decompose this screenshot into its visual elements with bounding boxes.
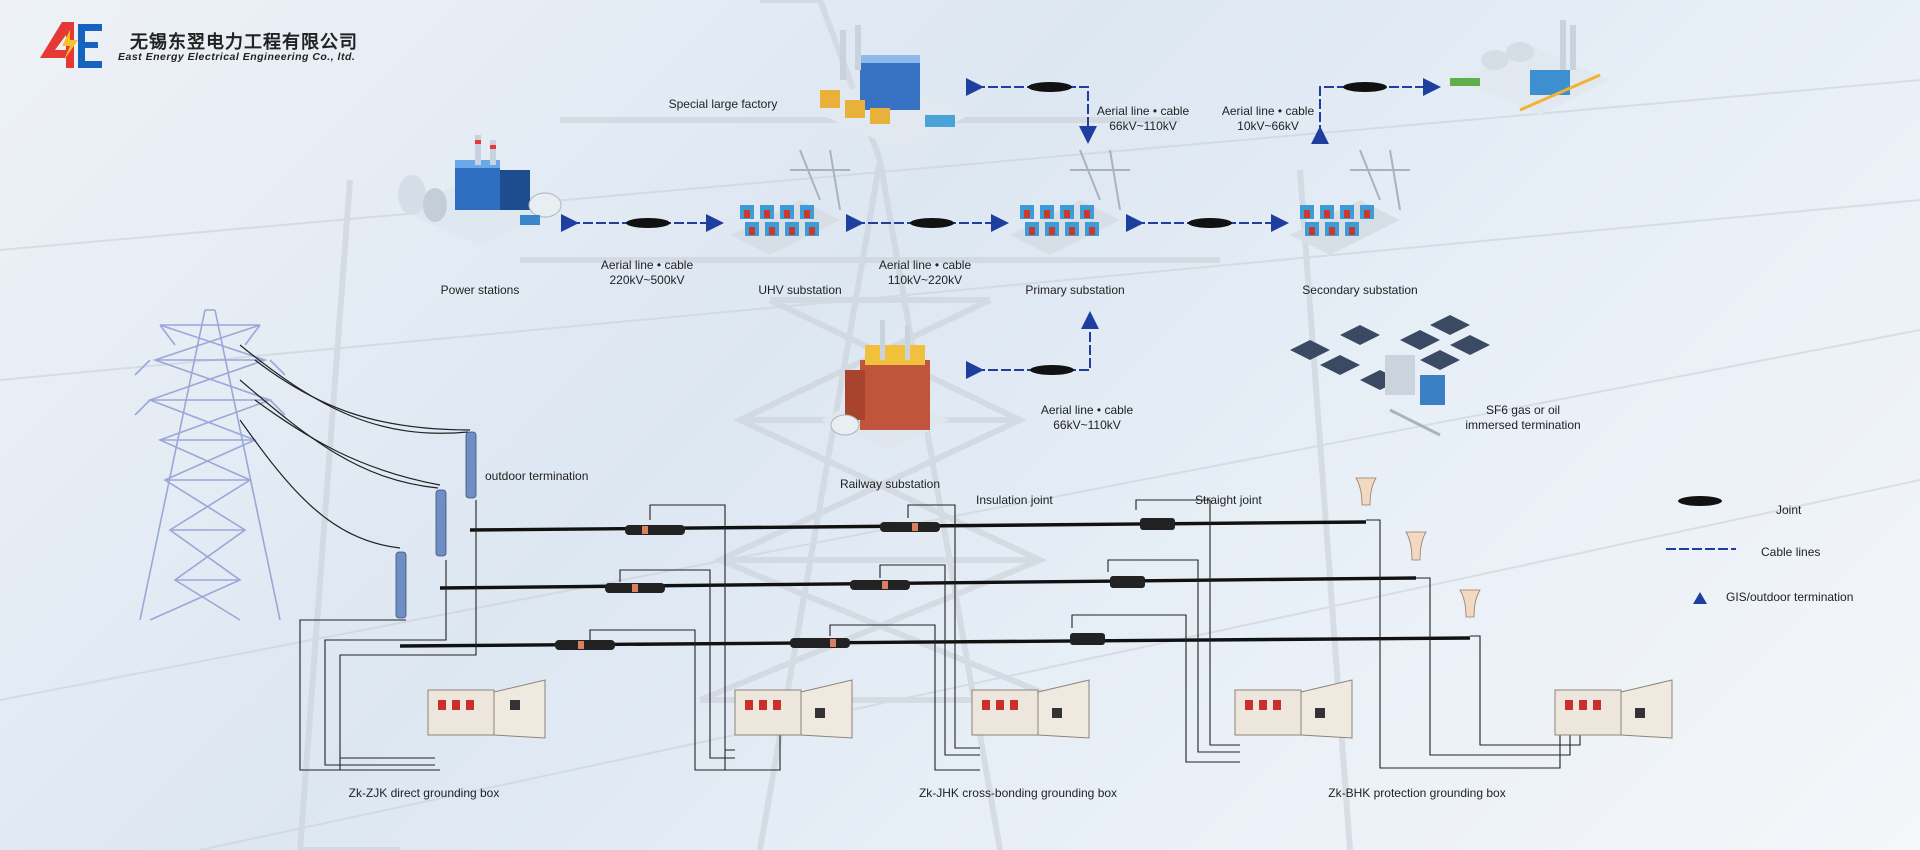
label-sf6-line1: SF6 gas or oil [1485, 403, 1561, 417]
label-secondary-substation: Secondary substation [1302, 283, 1418, 297]
grounding-box-4-icon [1234, 679, 1353, 739]
company-name-cn: 无锡东翌电力工程有限公司 [130, 32, 358, 53]
label-box-zjk: Zk-ZJK direct grounding box [348, 786, 500, 800]
grounding-box-bhk-icon [1554, 679, 1673, 739]
link-label-220-500-line2: 220kV~500kV [609, 273, 685, 287]
network-joints [626, 82, 1387, 375]
link-label-220-500-line1: Aerial line • cable [600, 258, 694, 272]
company-name-en: East Energy Electrical Engineering Co., … [118, 51, 356, 63]
link-label-66-110-top-line1: Aerial line • cable [1096, 104, 1190, 118]
label-straight-joint: Straight joint [1195, 493, 1262, 507]
legend-joint-icon [1678, 496, 1722, 506]
grounding-box-jhk-icon [971, 679, 1090, 739]
legend-gis-termination-label: GIS/outdoor termination [1726, 590, 1854, 604]
special-factory-icon [810, 25, 970, 150]
label-box-jhk: Zk-JHK cross-bonding grounding box [918, 786, 1118, 800]
link-label-66-110-bottom-line2: 66kV~110kV [1053, 418, 1121, 432]
link-label-66-110-top-line2: 66kV~110kV [1109, 119, 1177, 133]
legend-joint-label: Joint [1776, 503, 1802, 517]
power-station-icon [398, 135, 562, 245]
overhead-wires [239, 344, 471, 549]
label-box-bhk: Zk-BHK protection grounding box [1328, 786, 1506, 800]
label-sf6-line2: immersed termination [1465, 418, 1581, 432]
uhv-substation-icon [730, 149, 850, 255]
link-label-10-66-line2: 10kV~66kV [1237, 119, 1299, 133]
cable-joints [555, 518, 1175, 650]
label-railway-substation: Railway substation [839, 477, 941, 491]
link-label-66-110-bottom-line1: Aerial line • cable [1040, 403, 1134, 417]
bonding-wires [299, 499, 1581, 771]
label-power-stations: Power stations [440, 283, 520, 297]
grounding-box-zjk-icon [427, 679, 546, 739]
label-special-factory: Special large factory [668, 97, 778, 111]
grounding-box-2-icon [734, 679, 853, 739]
secondary-substation-icon [1290, 149, 1410, 255]
railway-substation-icon [820, 320, 950, 450]
legend-cable-lines-label: Cable lines [1761, 545, 1821, 559]
label-insulation-joint: Insulation joint [976, 493, 1053, 507]
joint-highlights [578, 523, 918, 649]
label-primary-substation: Primary substation [1025, 283, 1125, 297]
label-outdoor-termination: outdoor termination [485, 469, 589, 483]
link-label-10-66-line1: Aerial line • cable [1221, 104, 1315, 118]
left-terminations [395, 431, 477, 619]
link-label-110-220-line2: 110kV~220kV [887, 273, 963, 287]
primary-substation-icon [1010, 149, 1130, 255]
label-uhv-substation: UHV substation [758, 283, 842, 297]
right-terminations [1355, 477, 1481, 618]
legend-termination-icon [1693, 592, 1707, 604]
legend [1666, 496, 1736, 604]
upper-right-factory-icon [1450, 20, 1610, 115]
transmission-tower-icon [134, 309, 286, 621]
company-logo-icon [40, 22, 102, 68]
link-label-110-220-line1: Aerial line • cable [878, 258, 972, 272]
solar-sf6-icon [1290, 315, 1490, 437]
